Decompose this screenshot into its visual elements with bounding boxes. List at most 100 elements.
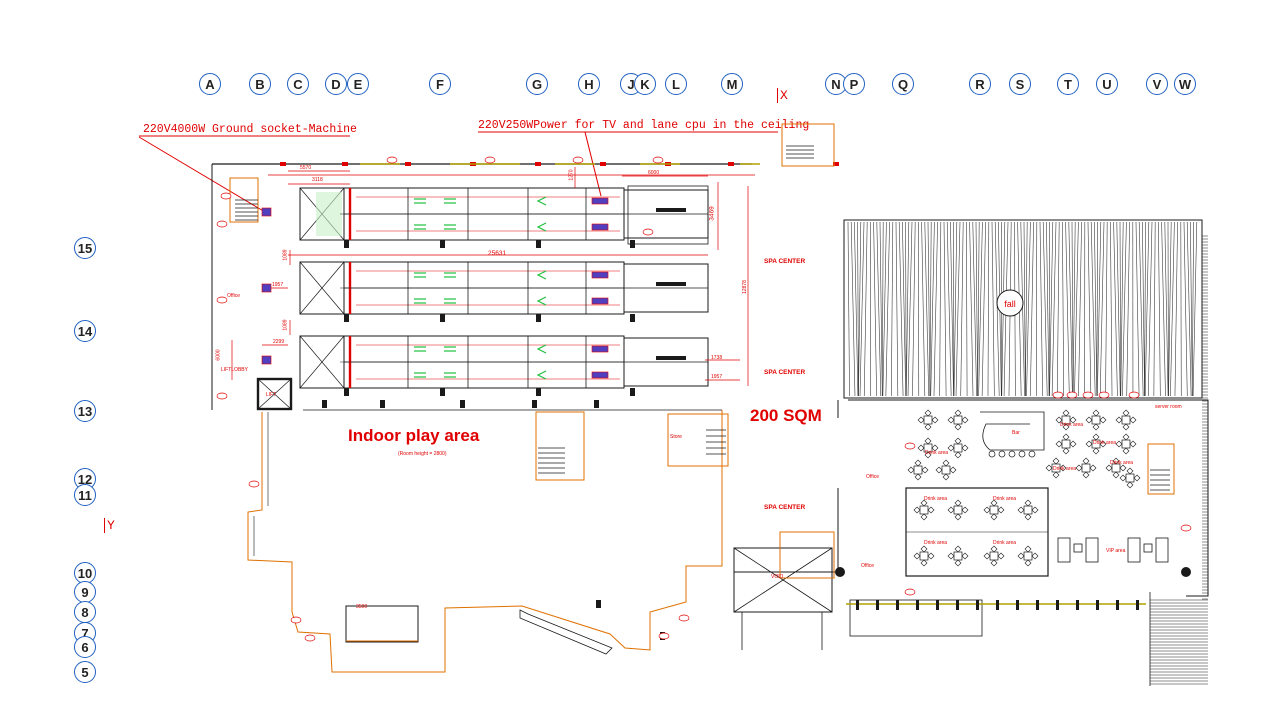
table-set: [947, 437, 969, 459]
column-bubble-p: P: [843, 73, 865, 95]
column-bubble-f: F: [429, 73, 451, 95]
area-sqm-label: 200 SQM: [750, 406, 822, 425]
dim-1089-a: 1089: [282, 249, 289, 261]
table-set: [1045, 457, 1067, 479]
column-bubble-b: B: [249, 73, 271, 95]
indoor-play-area-label: Indoor play area: [348, 426, 480, 445]
row-bubble-10: 10: [74, 562, 96, 584]
dim-6000-b: 6000: [215, 349, 222, 361]
ground-socket-annotation: 220V4000W Ground socket-Machine: [143, 123, 357, 136]
dim-1957-a: 1957: [272, 282, 284, 288]
ceiling-power-annotation: 220V250WPower for TV and lane cpu in the…: [478, 119, 810, 132]
void-label: VOID: [771, 574, 784, 580]
room-height-label: (Room height = 2800): [398, 451, 447, 457]
column-bubble-l: L: [665, 73, 687, 95]
vip-area-label: VIP area: [1106, 548, 1126, 554]
table-set: [913, 499, 935, 521]
column-bubble-e: E: [347, 73, 369, 95]
lift-label: LIFT: [266, 392, 277, 398]
lane-pair-3: [299, 335, 709, 396]
table-set: [983, 499, 1005, 521]
drink-area-label-2: Drink area: [1060, 422, 1084, 428]
office-label-1: Office: [227, 293, 240, 299]
table-set: [983, 545, 1005, 567]
dim-25631: 25631: [488, 250, 507, 257]
table-set: [1085, 433, 1107, 455]
column-bubble-h: H: [578, 73, 600, 95]
drink-area-label-3: Drink area: [1093, 440, 1117, 446]
table-set: [917, 437, 939, 459]
spa-center-label-1: SPA CENTER: [764, 258, 806, 265]
table-set: [1055, 433, 1077, 455]
table-set: [947, 499, 969, 521]
lift-lobby-label: LIFTLOBBY: [221, 367, 248, 373]
dim-1089-b: 1089: [282, 319, 289, 331]
y-axis-marker: Y: [104, 518, 115, 533]
bar-label: Bar: [1012, 430, 1020, 436]
column-bubble-w: W: [1174, 73, 1196, 95]
row-bubble-9: 9: [74, 581, 96, 603]
server-room-label: server room: [1155, 404, 1182, 410]
store-label: Store: [670, 434, 682, 440]
x-axis-label: X: [777, 88, 788, 103]
table-set: [1017, 499, 1039, 521]
table-set: [917, 409, 939, 431]
office-label-2: Office: [866, 474, 879, 480]
column-bubble-m: M: [721, 73, 743, 95]
row-bubble-14: 14: [74, 320, 96, 342]
row-bubble-5: 5: [74, 661, 96, 683]
table-set: [935, 459, 957, 481]
drink-area-label-4: Drink area: [1053, 466, 1077, 472]
column-bubble-a: A: [199, 73, 221, 95]
column-bubble-k: K: [634, 73, 656, 95]
spa-center-label-3: SPA CENTER: [764, 504, 806, 511]
row-bubble-15: 15: [74, 237, 96, 259]
dim-12878: 12878: [741, 280, 748, 294]
column-bubble-r: R: [969, 73, 991, 95]
drink-area-label-6: Drink area: [924, 496, 948, 502]
column-bubble-t: T: [1057, 73, 1079, 95]
dim-1957-b: 1957: [711, 374, 723, 380]
dim-2299: 2299: [273, 339, 285, 345]
dim-5570: 5570: [300, 165, 312, 171]
dim-3500: 3500: [356, 604, 368, 610]
column-bubble-c: C: [287, 73, 309, 95]
dim-1738: 1738: [711, 355, 723, 361]
drink-area-label-7: Drink area: [993, 496, 1017, 502]
table-set: [1119, 467, 1141, 489]
dim-1270: 1270: [568, 169, 575, 181]
table-set: [1115, 409, 1137, 431]
drink-area-label-1: Drink area: [925, 450, 949, 456]
row-bubble-11: 11: [74, 484, 96, 506]
table-set: [1115, 433, 1137, 455]
table-set: [947, 409, 969, 431]
table-set: [1017, 545, 1039, 567]
x-axis-marker: X: [777, 88, 788, 103]
table-set: [947, 545, 969, 567]
y-axis-label: Y: [104, 518, 115, 533]
row-bubble-6: 6: [74, 636, 96, 658]
table-set: [1105, 457, 1127, 479]
office-label-3: Office: [861, 563, 874, 569]
column-bubble-g: G: [526, 73, 548, 95]
table-set: [907, 459, 929, 481]
column-bubble-v: V: [1146, 73, 1168, 95]
lane-pair-1: [299, 187, 709, 248]
table-set: [1075, 457, 1097, 479]
drink-area-label-9: Drink area: [993, 540, 1017, 546]
dim-6000: 6000: [648, 170, 660, 176]
column-bubble-d: D: [325, 73, 347, 95]
table-set: [1085, 409, 1107, 431]
dim-3118: 3118: [312, 177, 323, 183]
dim-3469: 3469: [708, 206, 716, 221]
column-bubble-u: U: [1096, 73, 1118, 95]
table-set: [1055, 409, 1077, 431]
spa-center-label-2: SPA CENTER: [764, 369, 806, 376]
column-bubble-s: S: [1009, 73, 1031, 95]
column-bubble-q: Q: [892, 73, 914, 95]
lane-pair-2: [299, 261, 709, 322]
drink-area-label-8: Drink area: [924, 540, 948, 546]
row-bubble-13: 13: [74, 400, 96, 422]
